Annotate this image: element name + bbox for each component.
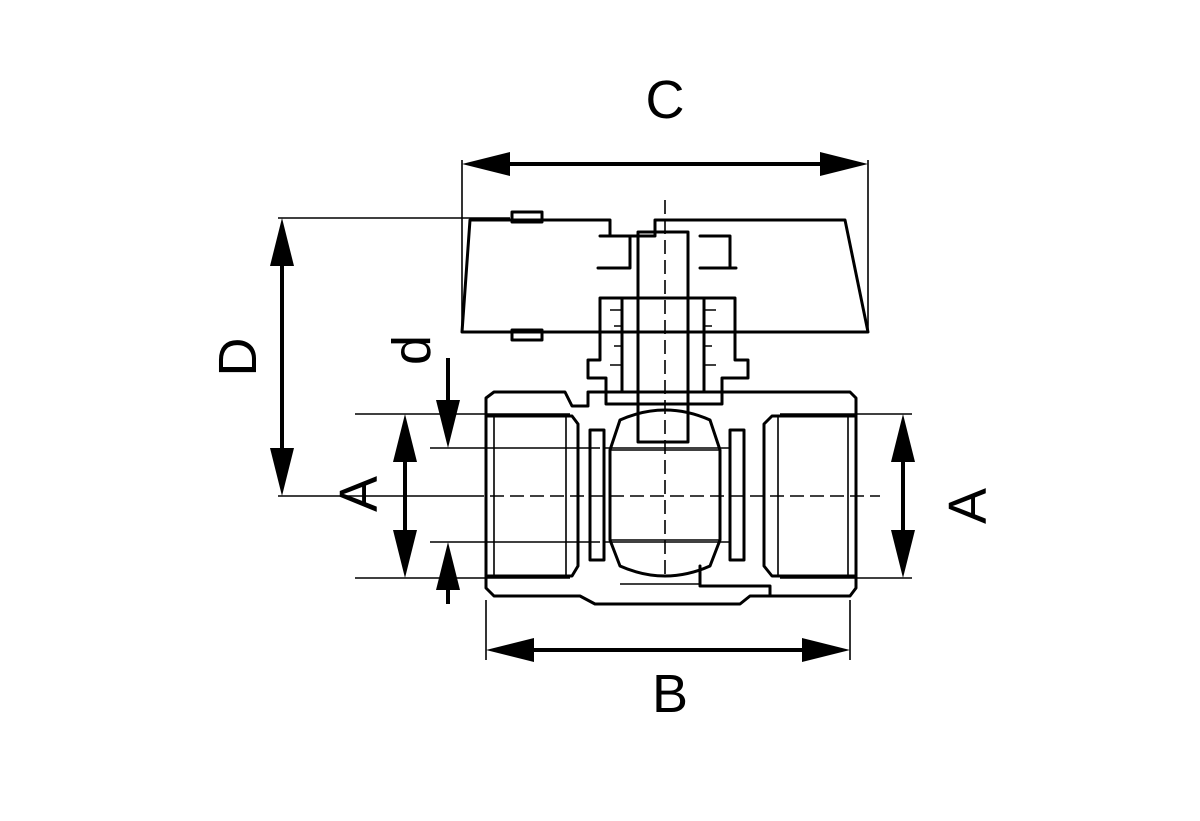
dimension-b: B xyxy=(486,638,850,724)
valve-body xyxy=(484,390,858,606)
label-d-lower: d xyxy=(382,335,442,365)
label-d-upper: D xyxy=(208,338,268,377)
dimension-c: C xyxy=(462,70,868,176)
extension-lines xyxy=(278,160,912,660)
label-b: B xyxy=(652,664,688,724)
dimension-d-small: d xyxy=(382,335,460,604)
dimension-d: D xyxy=(208,218,294,496)
butterfly-handle xyxy=(460,210,870,342)
center-lines xyxy=(470,200,880,580)
dimension-a-right: A xyxy=(891,414,998,578)
label-a-left: A xyxy=(329,476,389,512)
valve-stem xyxy=(586,230,750,444)
dimension-a-left: A xyxy=(329,414,417,578)
label-c: C xyxy=(646,70,685,130)
label-a-right: A xyxy=(938,488,998,524)
